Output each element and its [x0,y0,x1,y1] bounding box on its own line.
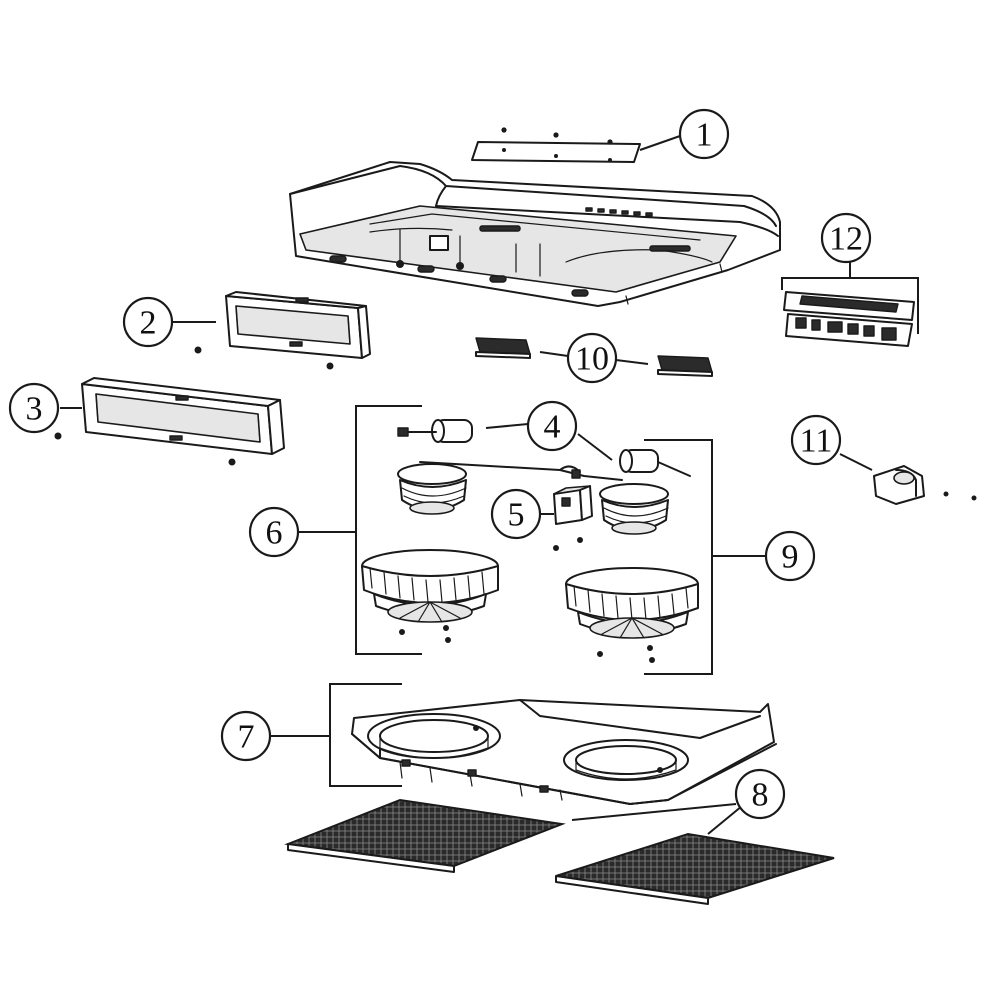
part-right-motor-blower [565,483,699,663]
part-left-motor-blower [361,463,499,643]
screws [501,127,613,162]
callout-12-label: 12 [829,221,863,258]
callout-2-label: 2 [140,305,157,342]
part-control-board [783,291,915,347]
part-light-lenses [475,337,713,377]
callout-8-label: 8 [752,777,769,814]
part-large-damper-vent [54,377,285,466]
callout-1-label: 1 [696,117,713,154]
part-hood-body [289,161,781,307]
callout-3: 3 [8,382,60,434]
callout-1: 1 [678,108,730,160]
part-transformer [873,465,977,505]
part-grease-filters [284,798,835,905]
callout-10-label: 10 [575,341,609,378]
callout-11: 11 [790,414,842,466]
part-top-cover-plate [471,127,641,163]
callout-7: 7 [220,710,272,762]
callout-4-label: 4 [544,409,561,446]
callout-9-label: 9 [782,539,799,576]
callout-11-label: 11 [800,423,833,460]
callout-9: 9 [764,530,816,582]
callout-6-label: 6 [266,515,283,552]
callout-5: 5 [490,488,542,540]
callout-4: 4 [526,400,578,452]
callout-12: 12 [820,212,872,264]
callout-5-label: 5 [508,497,525,534]
callout-8: 8 [734,768,786,820]
control-buttons [585,207,653,217]
part-bottom-plate [351,699,777,805]
callout-7-label: 7 [238,719,255,756]
callout-2: 2 [122,296,174,348]
callout-10: 10 [566,332,618,384]
part-damper-vent [194,291,371,370]
callout-3-label: 3 [26,391,43,428]
part-junction-box [553,485,593,551]
part-capacitors-wiring [397,419,691,481]
leader-lines [60,135,919,835]
callout-6: 6 [248,506,300,558]
